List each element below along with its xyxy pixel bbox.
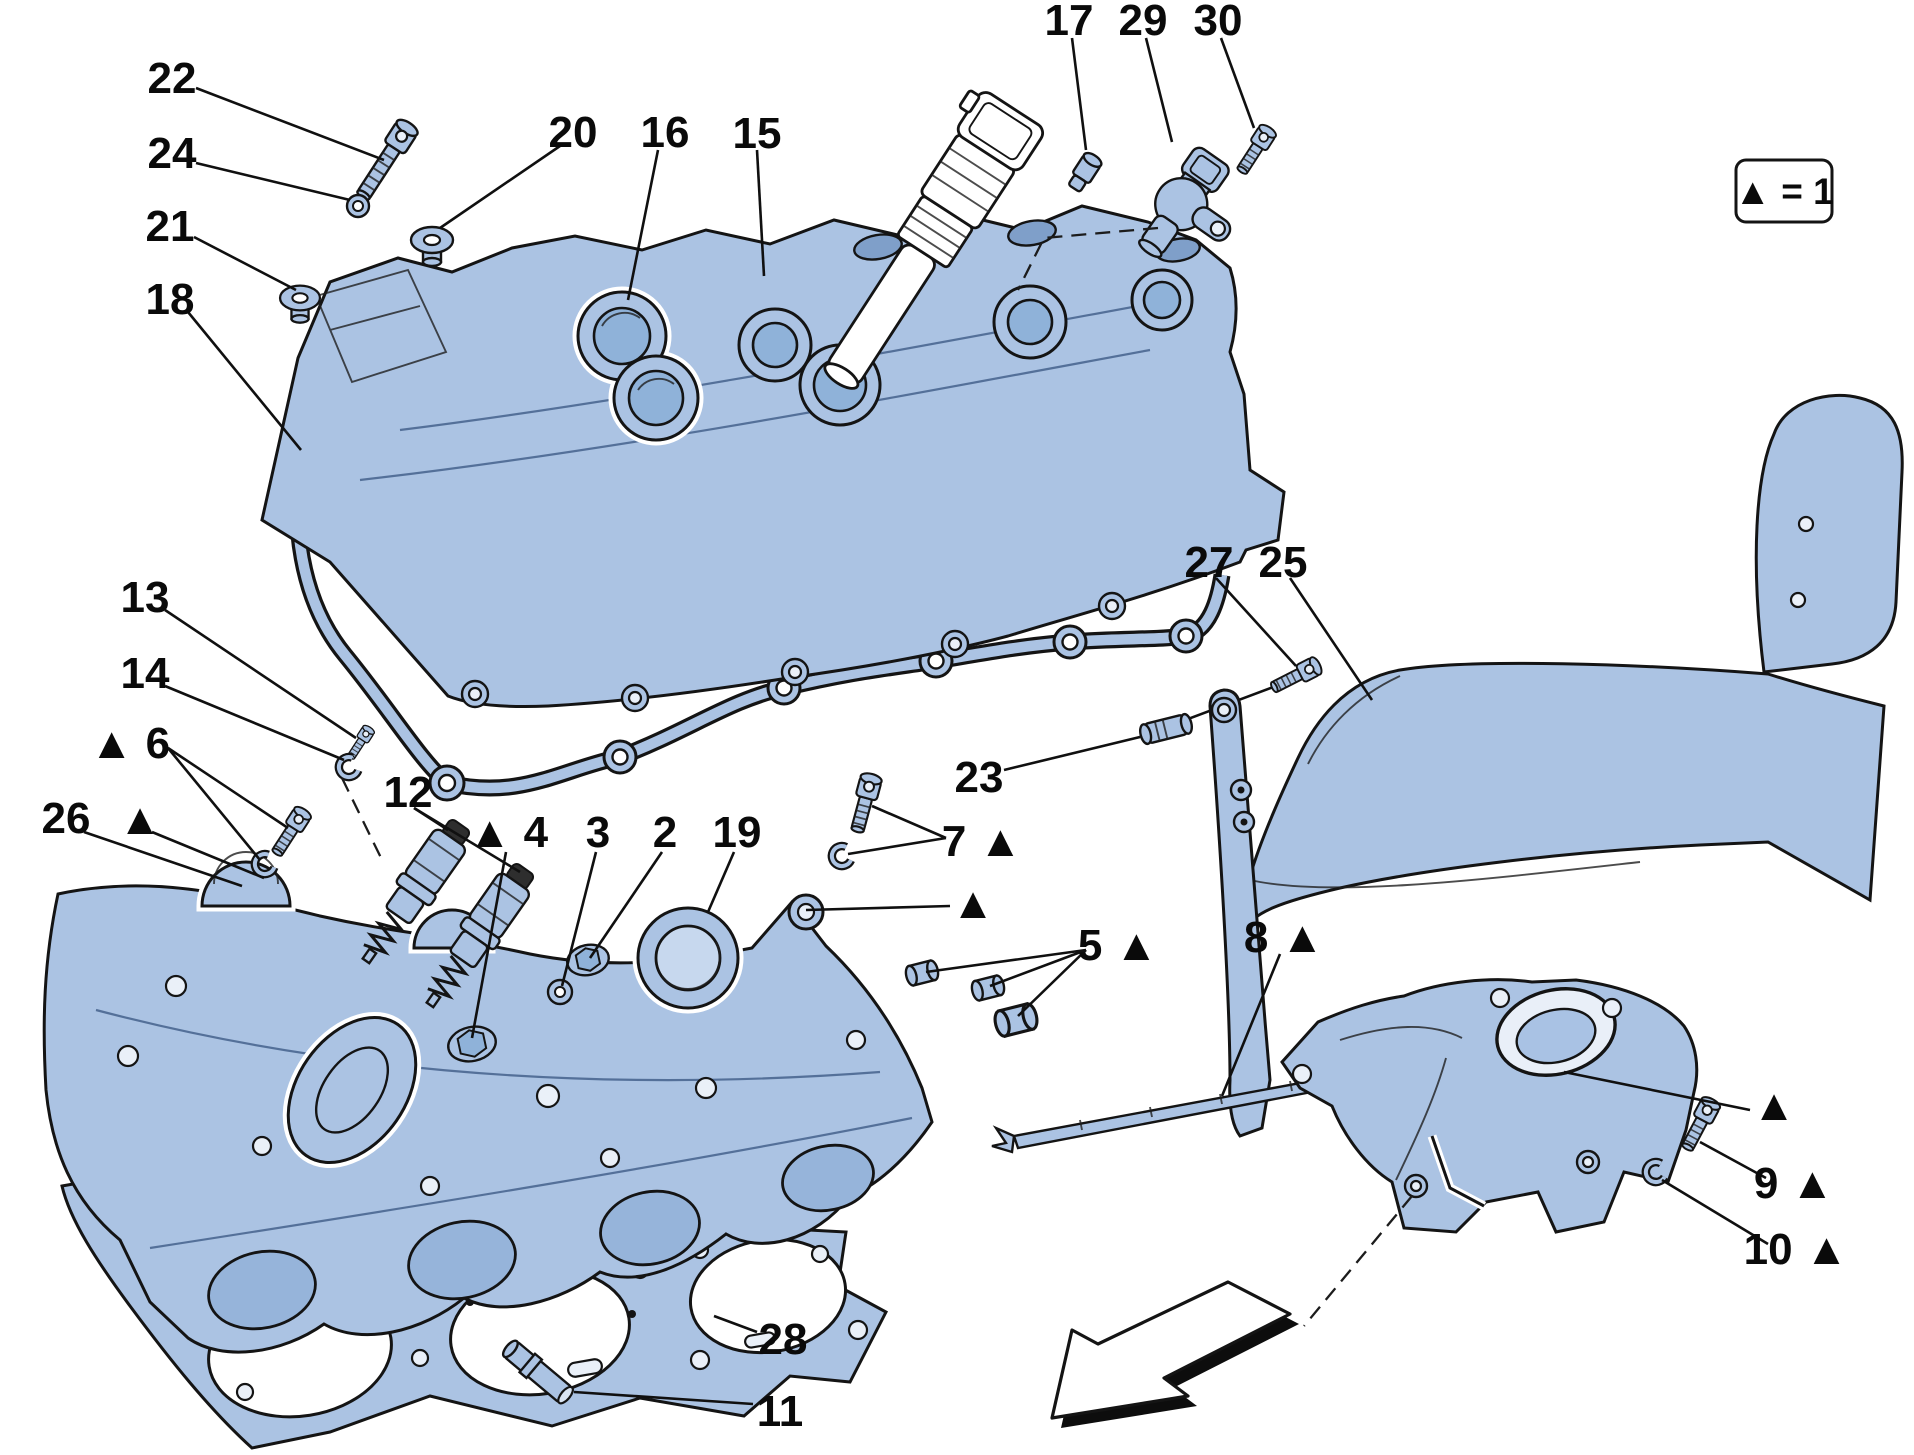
callout-7: 7 ▲ — [942, 817, 1022, 866]
head-holes — [116, 974, 867, 1197]
grommet-20 — [409, 225, 455, 268]
callout-12: 12 — [384, 768, 433, 817]
callout-triangle-head: ▲ — [951, 879, 995, 928]
cap-5a — [902, 958, 942, 988]
callout-19: 19 — [713, 808, 762, 857]
cap-5c — [991, 1000, 1041, 1040]
callout-15: 15 — [733, 109, 782, 158]
callout-20: 20 — [549, 108, 598, 157]
cover-port-1 — [853, 233, 903, 261]
callout-8: 8 ▲ — [1244, 913, 1324, 962]
ignition-coil — [823, 89, 1045, 390]
callout-16: 16 — [641, 108, 690, 157]
bolt-7 — [845, 770, 884, 836]
callout-2: 2 — [653, 808, 677, 857]
callout-10: 10 ▲ — [1744, 1225, 1849, 1274]
direction-arrow — [1050, 1280, 1299, 1428]
plug-tube-ring-4-bore — [1006, 298, 1054, 346]
washer-3-hole — [554, 986, 566, 998]
assembly-dash-lines — [340, 226, 1413, 1327]
callout-9: 9 ▲ — [1754, 1159, 1834, 1208]
callout-23: 23 — [955, 753, 1004, 802]
hex-plug-4 — [447, 1025, 497, 1063]
washer-24 — [345, 193, 371, 219]
bolt-27 — [1266, 654, 1325, 698]
oil-filler-rings — [572, 286, 704, 446]
callout-18: 18 — [146, 275, 195, 324]
callout-4: ▲ 4 — [468, 808, 549, 857]
cover-bolt-22 — [350, 115, 422, 206]
legend-box: ▲ = 1 — [1734, 158, 1834, 224]
callout-triangle-left: ▲ — [118, 795, 162, 844]
cam-cap-highlight — [196, 851, 296, 912]
seal-ring-19 — [632, 902, 744, 1014]
cap-5b — [968, 973, 1008, 1003]
legend-text: ▲ = 1 — [1734, 171, 1833, 212]
callout-5: 5 ▲ — [1078, 921, 1158, 970]
head-ports — [207, 1143, 875, 1331]
heat-shield — [1241, 393, 1904, 931]
dowel-pin — [501, 1339, 574, 1405]
callout-17: 17 — [1045, 0, 1094, 45]
spacer-23 — [1137, 711, 1195, 747]
plug-tube-ring-5-bore — [1142, 280, 1182, 320]
plug-tube-ring-2-bore — [751, 321, 799, 369]
callout-28: 28 — [759, 1315, 808, 1364]
callout-24: 24 — [148, 129, 197, 178]
sensor-plug-17 — [1064, 149, 1105, 196]
bolt-6 — [266, 803, 314, 861]
camshaft-sensor — [1138, 146, 1232, 259]
cover-port-2 — [1007, 219, 1057, 247]
callout-11: 11 — [757, 1387, 804, 1436]
washer-7 — [829, 844, 852, 869]
leader-lines — [83, 37, 1769, 1406]
head-bolt-boss-hole — [796, 902, 816, 922]
shield-tab — [1754, 393, 1904, 674]
callout-3: 3 — [586, 808, 610, 857]
shield-strap — [1208, 688, 1272, 1138]
callout-25: 25 — [1259, 538, 1308, 587]
callout-29: 29 — [1119, 0, 1168, 45]
callout-22: 22 — [148, 54, 197, 103]
valve-cover — [260, 204, 1286, 713]
cam-journal-highlight — [282, 1012, 422, 1168]
callout-6: ▲ 6 — [90, 719, 170, 768]
support-bracket — [1280, 978, 1699, 1234]
callout-13: 13 — [121, 573, 170, 622]
callout-21: 21 — [146, 202, 195, 251]
callout-30: 30 — [1194, 0, 1243, 45]
callout-triangle-mount: ▲ — [1752, 1081, 1796, 1130]
callouts: 22 24 21 18 20 16 15 17 29 30 13 14 ▲ 6 … — [42, 0, 1849, 1436]
cover-bolt-ears — [460, 591, 1127, 713]
callout-27: 27 — [1185, 538, 1234, 587]
callout-14: 14 — [121, 649, 170, 698]
callout-26: 26 — [42, 794, 91, 843]
bolt-30 — [1231, 121, 1279, 179]
